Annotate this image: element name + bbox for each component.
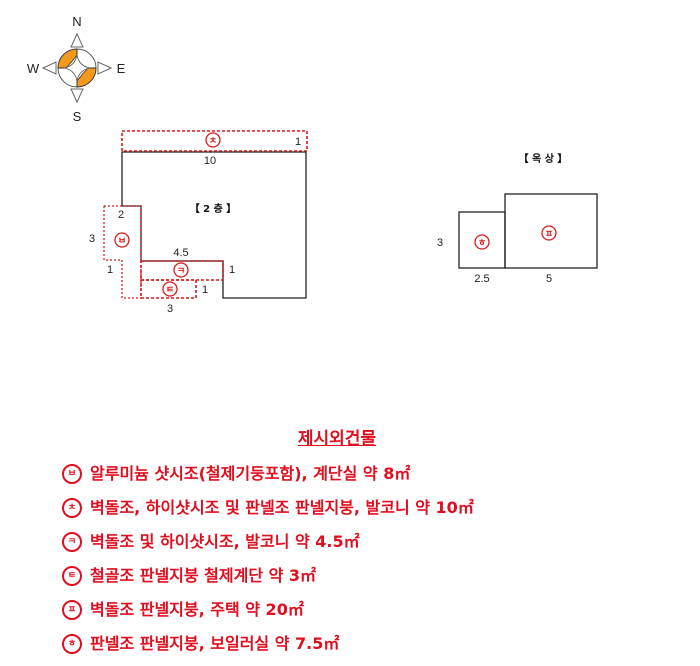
west-arrow-icon	[41, 61, 57, 75]
compass-south-label: S	[73, 109, 82, 124]
marker-left-label: ㅂ	[118, 237, 126, 247]
marker-circle-small	[474, 234, 490, 250]
marker-circle-left	[114, 232, 130, 248]
rooftop-plan: 【 옥 상 】 ㅎ ㅍ 3 2.5 5	[437, 152, 598, 285]
floor2-plan: 【 2 층 】 ㅊ 1 10 ㅂ 2 3 1 ㅋ 4.5 1 ㅌ 1 3	[89, 130, 308, 315]
north-arrow-icon	[70, 32, 84, 48]
dim-middle-height: 1	[229, 264, 235, 276]
legend-item: ㅌ 철골조 판넬지붕 철제계단 약 3㎡	[62, 559, 662, 593]
marker-circle-middle	[173, 262, 189, 278]
legend-item-text: 벽돌조 판넬지붕, 주택 약 20㎡	[90, 600, 304, 619]
legend-marker-icon: ㅎ	[62, 634, 82, 654]
legend-item-text: 철골조 판넬지붕 철제계단 약 3㎡	[90, 566, 317, 585]
marker-lower-label: ㅌ	[166, 286, 174, 296]
dim-left-band-lower: 1	[107, 264, 113, 276]
legend-item: ㅂ 알루미늄 샷시조(철제기둥포함), 계단실 약 8㎡	[62, 457, 662, 491]
east-arrow-icon	[97, 61, 113, 75]
legend-marker-icon: ㅊ	[62, 498, 82, 518]
legend-item-text: 벽돌조 및 하이샷시조, 발코니 약 4.5㎡	[90, 532, 360, 551]
rooftop-title: 【 옥 상 】	[519, 152, 568, 165]
dim-left-band-height: 3	[89, 233, 95, 245]
legend-title: 제시외건물	[297, 429, 377, 449]
dim-rooftop-small-width: 2.5	[474, 273, 489, 285]
compass-north-label: N	[72, 14, 81, 29]
dim-rooftop-large-width: 5	[546, 273, 552, 285]
lower-band-annex	[140, 279, 197, 299]
dim-top-width: 10	[204, 155, 216, 167]
compass-east-label: E	[117, 61, 126, 76]
marker-top-label: ㅊ	[209, 137, 217, 147]
dim-lower-height: 1	[202, 284, 208, 296]
legend-item: ㅍ 벽돌조 판넬지붕, 주택 약 20㎡	[62, 593, 662, 627]
rooftop-house-outline	[504, 193, 598, 269]
legend-marker-icon: ㅂ	[62, 464, 82, 484]
dim-rooftop-height: 3	[437, 237, 443, 249]
dim-top-band-height: 1	[295, 136, 301, 148]
legend-marker-icon: ㅍ	[62, 600, 82, 620]
legend-item: ㅊ 벽돌조, 하이샷시조 및 판넬조 판넬지붕, 발코니 약 10㎡	[62, 491, 662, 525]
south-arrow-icon	[70, 88, 84, 104]
floor2-outline	[121, 151, 307, 299]
marker-small-label: ㅎ	[478, 239, 486, 249]
compass-rose: N S W E	[27, 14, 126, 124]
legend-item: ㅎ 판넬조 판넬지붕, 보일러실 약 7.5㎡	[62, 627, 662, 661]
dim-middle-width: 4.5	[173, 247, 188, 259]
legend-item-text: 벽돌조, 하이샷시조 및 판넬조 판넬지붕, 발코니 약 10㎡	[90, 498, 474, 517]
marker-circle-top	[205, 132, 221, 148]
legend-item: ㅋ 벽돌조 및 하이샷시조, 발코니 약 4.5㎡	[62, 525, 662, 559]
compass-west-label: W	[27, 61, 40, 76]
dim-notch-width: 2	[118, 209, 124, 221]
left-band-annex	[103, 205, 142, 299]
marker-large-label: ㅍ	[545, 230, 553, 240]
marker-circle-large	[541, 225, 557, 241]
legend-marker-icon: ㅌ	[62, 566, 82, 586]
top-band-annex	[121, 130, 308, 152]
dim-lower-width: 3	[167, 303, 173, 315]
legend-item-text: 알루미늄 샷시조(철제기둥포함), 계단실 약 8㎡	[90, 464, 411, 483]
marker-middle-label: ㅋ	[177, 267, 185, 277]
legend: 제시외건물 ㅂ 알루미늄 샷시조(철제기둥포함), 계단실 약 8㎡ ㅊ 벽돌조…	[62, 424, 662, 661]
legend-item-text: 판넬조 판넬지붕, 보일러실 약 7.5㎡	[90, 634, 340, 653]
legend-marker-icon: ㅋ	[62, 532, 82, 552]
floor2-title: 【 2 층 】	[190, 202, 237, 215]
marker-circle-lower	[162, 281, 178, 297]
